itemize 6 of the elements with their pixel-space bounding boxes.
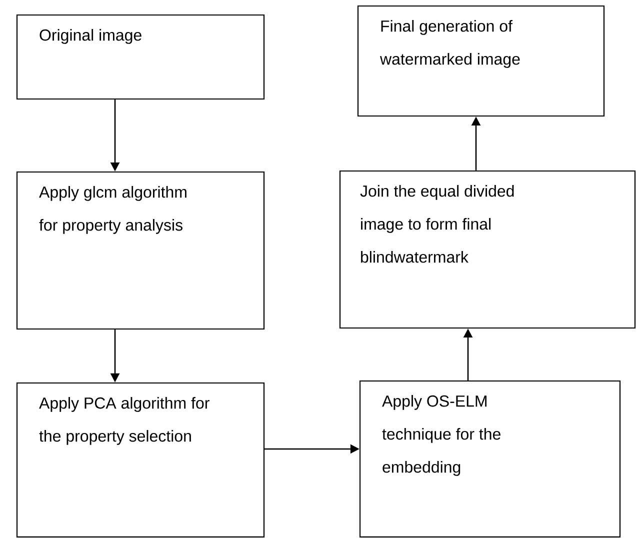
- process-box: Apply OS-ELM technique for the embedding: [359, 380, 621, 538]
- process-box: Apply glcm algorithm for property analysis: [16, 171, 265, 330]
- process-box: Join the equal divided image to form final blindwatermark: [339, 170, 636, 329]
- process-box: Apply PCA algorithm for the property selection: [16, 382, 265, 538]
- process-box: Original image: [16, 14, 265, 100]
- process-box: Final generation of watermarked image: [357, 5, 605, 117]
